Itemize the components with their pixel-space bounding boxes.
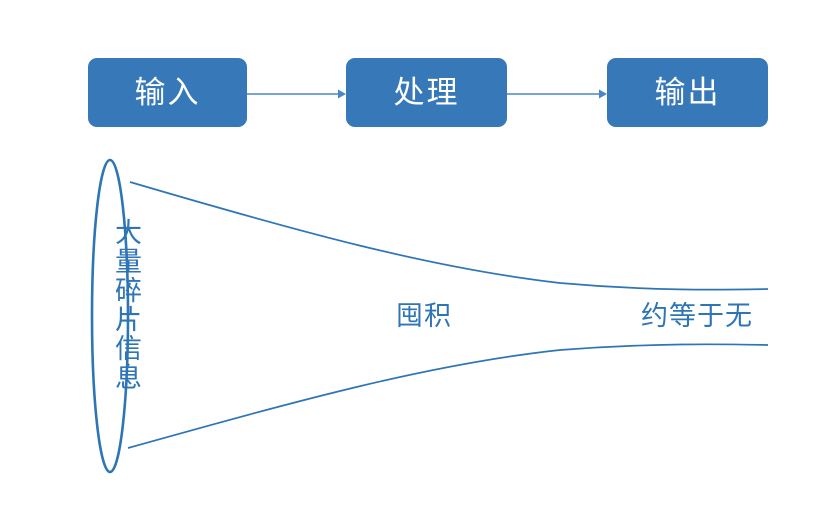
information-source-ellipse <box>90 158 130 474</box>
flow-box-output-label: 输出 <box>654 75 721 110</box>
funnel-caption-hoarding: 囤积 <box>396 301 452 331</box>
flow-box-output[interactable]: 输出 <box>607 58 768 127</box>
flow-box-process-label: 处理 <box>393 75 460 110</box>
funnel-lower-curve <box>127 343 769 449</box>
funnel-upper-curve <box>129 181 769 291</box>
funnel-caption-almost-nothing: 约等于无 <box>641 301 753 331</box>
information-source-label: 大量碎片信息 <box>111 218 141 392</box>
flow-box-process[interactable]: 处理 <box>346 58 507 127</box>
flow-box-input[interactable]: 输入 <box>88 58 247 127</box>
flow-box-input-label: 输入 <box>134 75 201 110</box>
